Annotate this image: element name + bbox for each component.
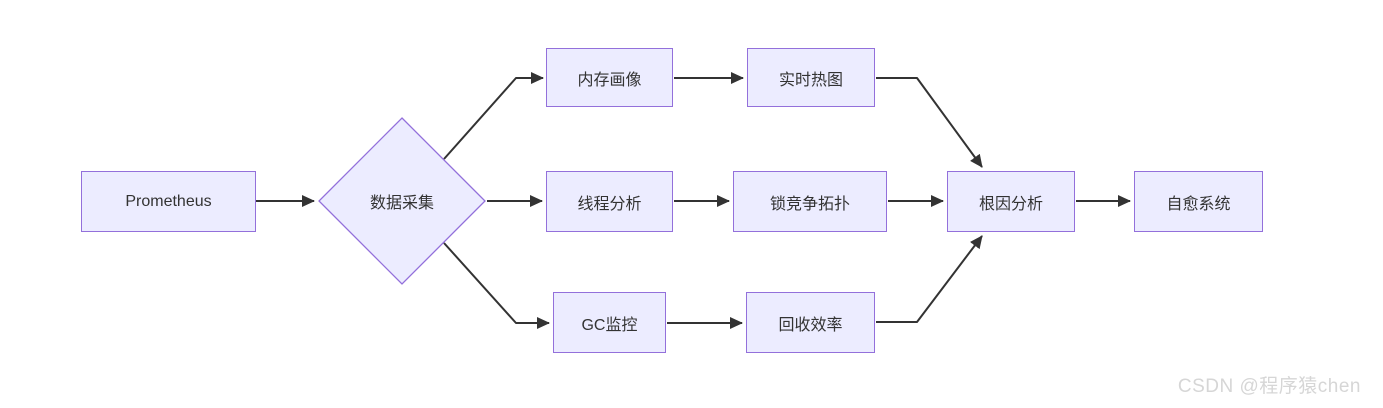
node-thread-analysis-label: 线程分析 [577, 195, 642, 213]
node-gc-monitoring: GC监控 [553, 292, 666, 353]
node-prometheus: Prometheus [81, 171, 256, 232]
edge-realtime-heatmap-to-root-cause [876, 77, 983, 168]
node-thread-analysis: 线程分析 [546, 171, 673, 232]
node-recycle-efficiency-label: 回收效率 [778, 316, 843, 334]
node-recycle-efficiency: 回收效率 [746, 292, 875, 353]
edge-data-collection-to-gc-monitoring [443, 242, 550, 329]
watermark: CSDN @程序猿chen [1177, 376, 1361, 397]
edge-data-collection-to-memory-profile [443, 72, 544, 160]
node-self-healing-system: 自愈系统 [1134, 171, 1263, 232]
node-lock-contention-topology: 锁竞争拓扑 [733, 171, 887, 232]
node-data-collection: 数据采集 [319, 118, 485, 284]
node-memory-profile-label: 内存画像 [577, 71, 642, 89]
node-gc-monitoring-label: GC监控 [581, 316, 638, 334]
node-root-cause-analysis: 根因分析 [947, 171, 1075, 232]
node-data-collection-shape [318, 117, 486, 285]
node-memory-profile: 内存画像 [546, 48, 673, 107]
node-root-cause-analysis-label: 根因分析 [978, 195, 1043, 213]
node-prometheus-label: Prometheus [125, 192, 212, 210]
node-lock-contention-topology-label: 锁竞争拓扑 [769, 195, 850, 213]
node-data-collection-label: 数据采集 [369, 195, 434, 212]
node-realtime-heatmap: 实时热图 [747, 48, 875, 107]
node-realtime-heatmap-label: 实时热图 [778, 71, 843, 89]
node-self-healing-system-label: 自愈系统 [1166, 195, 1231, 213]
edge-recycle-efficiency-to-root-cause [876, 235, 983, 323]
